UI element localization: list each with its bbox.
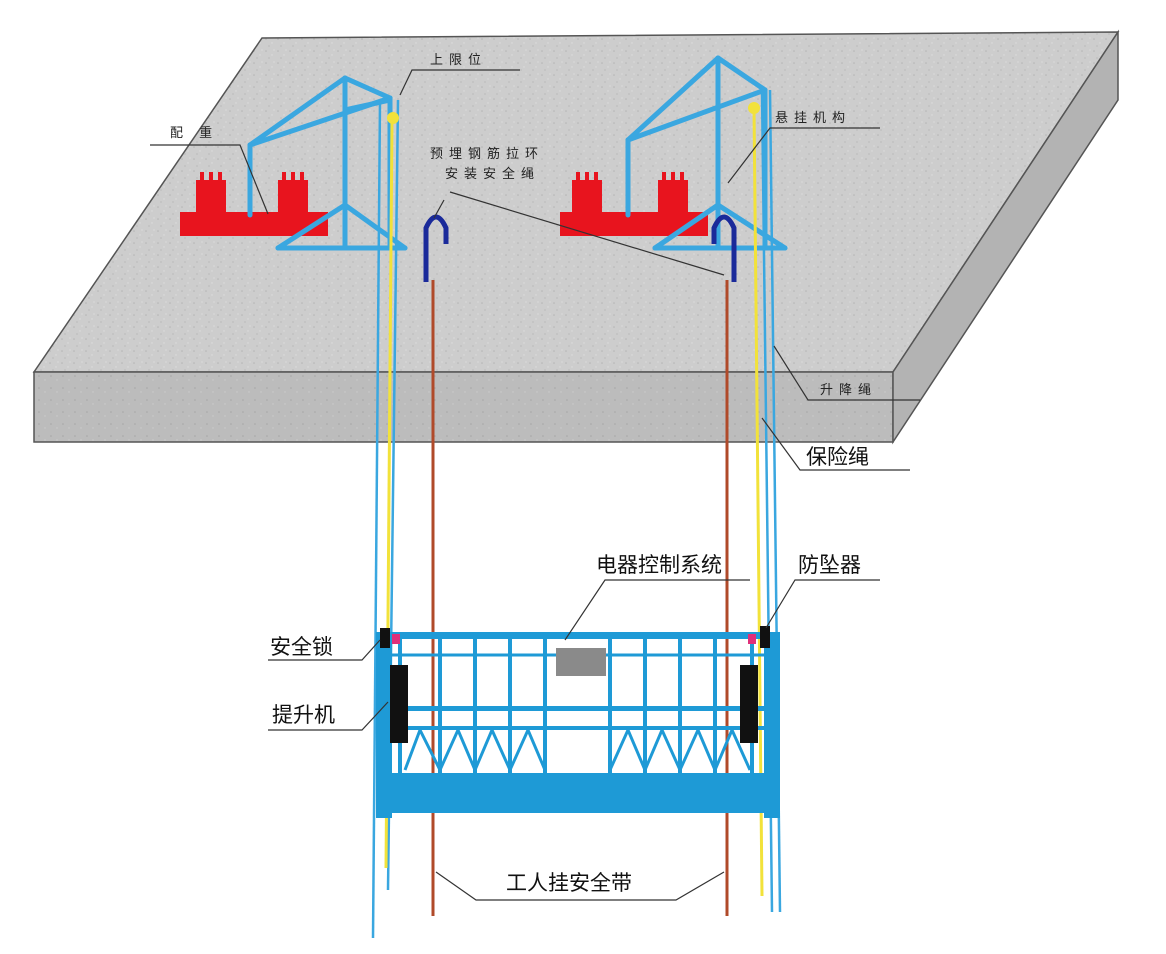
- fall-arrester-right: [760, 626, 770, 648]
- label-fall-arrester: 防坠器: [798, 553, 861, 577]
- suspension-right: [560, 55, 788, 251]
- upper-limit-marker-left: [387, 112, 399, 124]
- slab-front: [33, 371, 894, 443]
- watermark: 知乎 @江州司马: [884, 889, 1104, 924]
- label-lifting-rope: 升降绳: [820, 383, 877, 398]
- label-upper-limit: 上限位: [430, 53, 487, 68]
- steel-ring-left: [423, 214, 449, 282]
- label-counterweight: 配 重: [170, 125, 218, 141]
- label-steel-ring: 预埋钢筋拉环: [430, 146, 544, 162]
- label-hoist: 提升机: [272, 703, 335, 727]
- upper-limit-marker-right: [748, 102, 760, 114]
- label-safety-lock: 安全锁: [270, 635, 333, 659]
- control-box: [556, 648, 606, 676]
- label-safety-rope-install: 安装安全绳: [445, 166, 540, 182]
- label-worker-belt: 工人挂安全带: [506, 871, 632, 895]
- label-suspension: 悬挂机构: [775, 111, 851, 126]
- labels: 上限位 配 重 预埋钢筋拉环 安装安全绳 悬挂机构 升降绳 保险绳 电器控制系统…: [170, 53, 877, 895]
- roof-slab: [32, 29, 1120, 445]
- leader-lines: [150, 69, 920, 901]
- hoist-left: [390, 665, 408, 743]
- slab-side: [892, 29, 1119, 445]
- steel-ring-right: [711, 214, 737, 282]
- counterweight-right: [560, 212, 708, 236]
- label-safety-rope: 保险绳: [806, 445, 869, 469]
- label-control-system: 电器控制系统: [596, 553, 722, 577]
- safety-lock-left: [380, 628, 390, 648]
- hoist-right: [740, 665, 758, 743]
- gondola-platform: [376, 626, 780, 818]
- platform-base: [378, 773, 778, 813]
